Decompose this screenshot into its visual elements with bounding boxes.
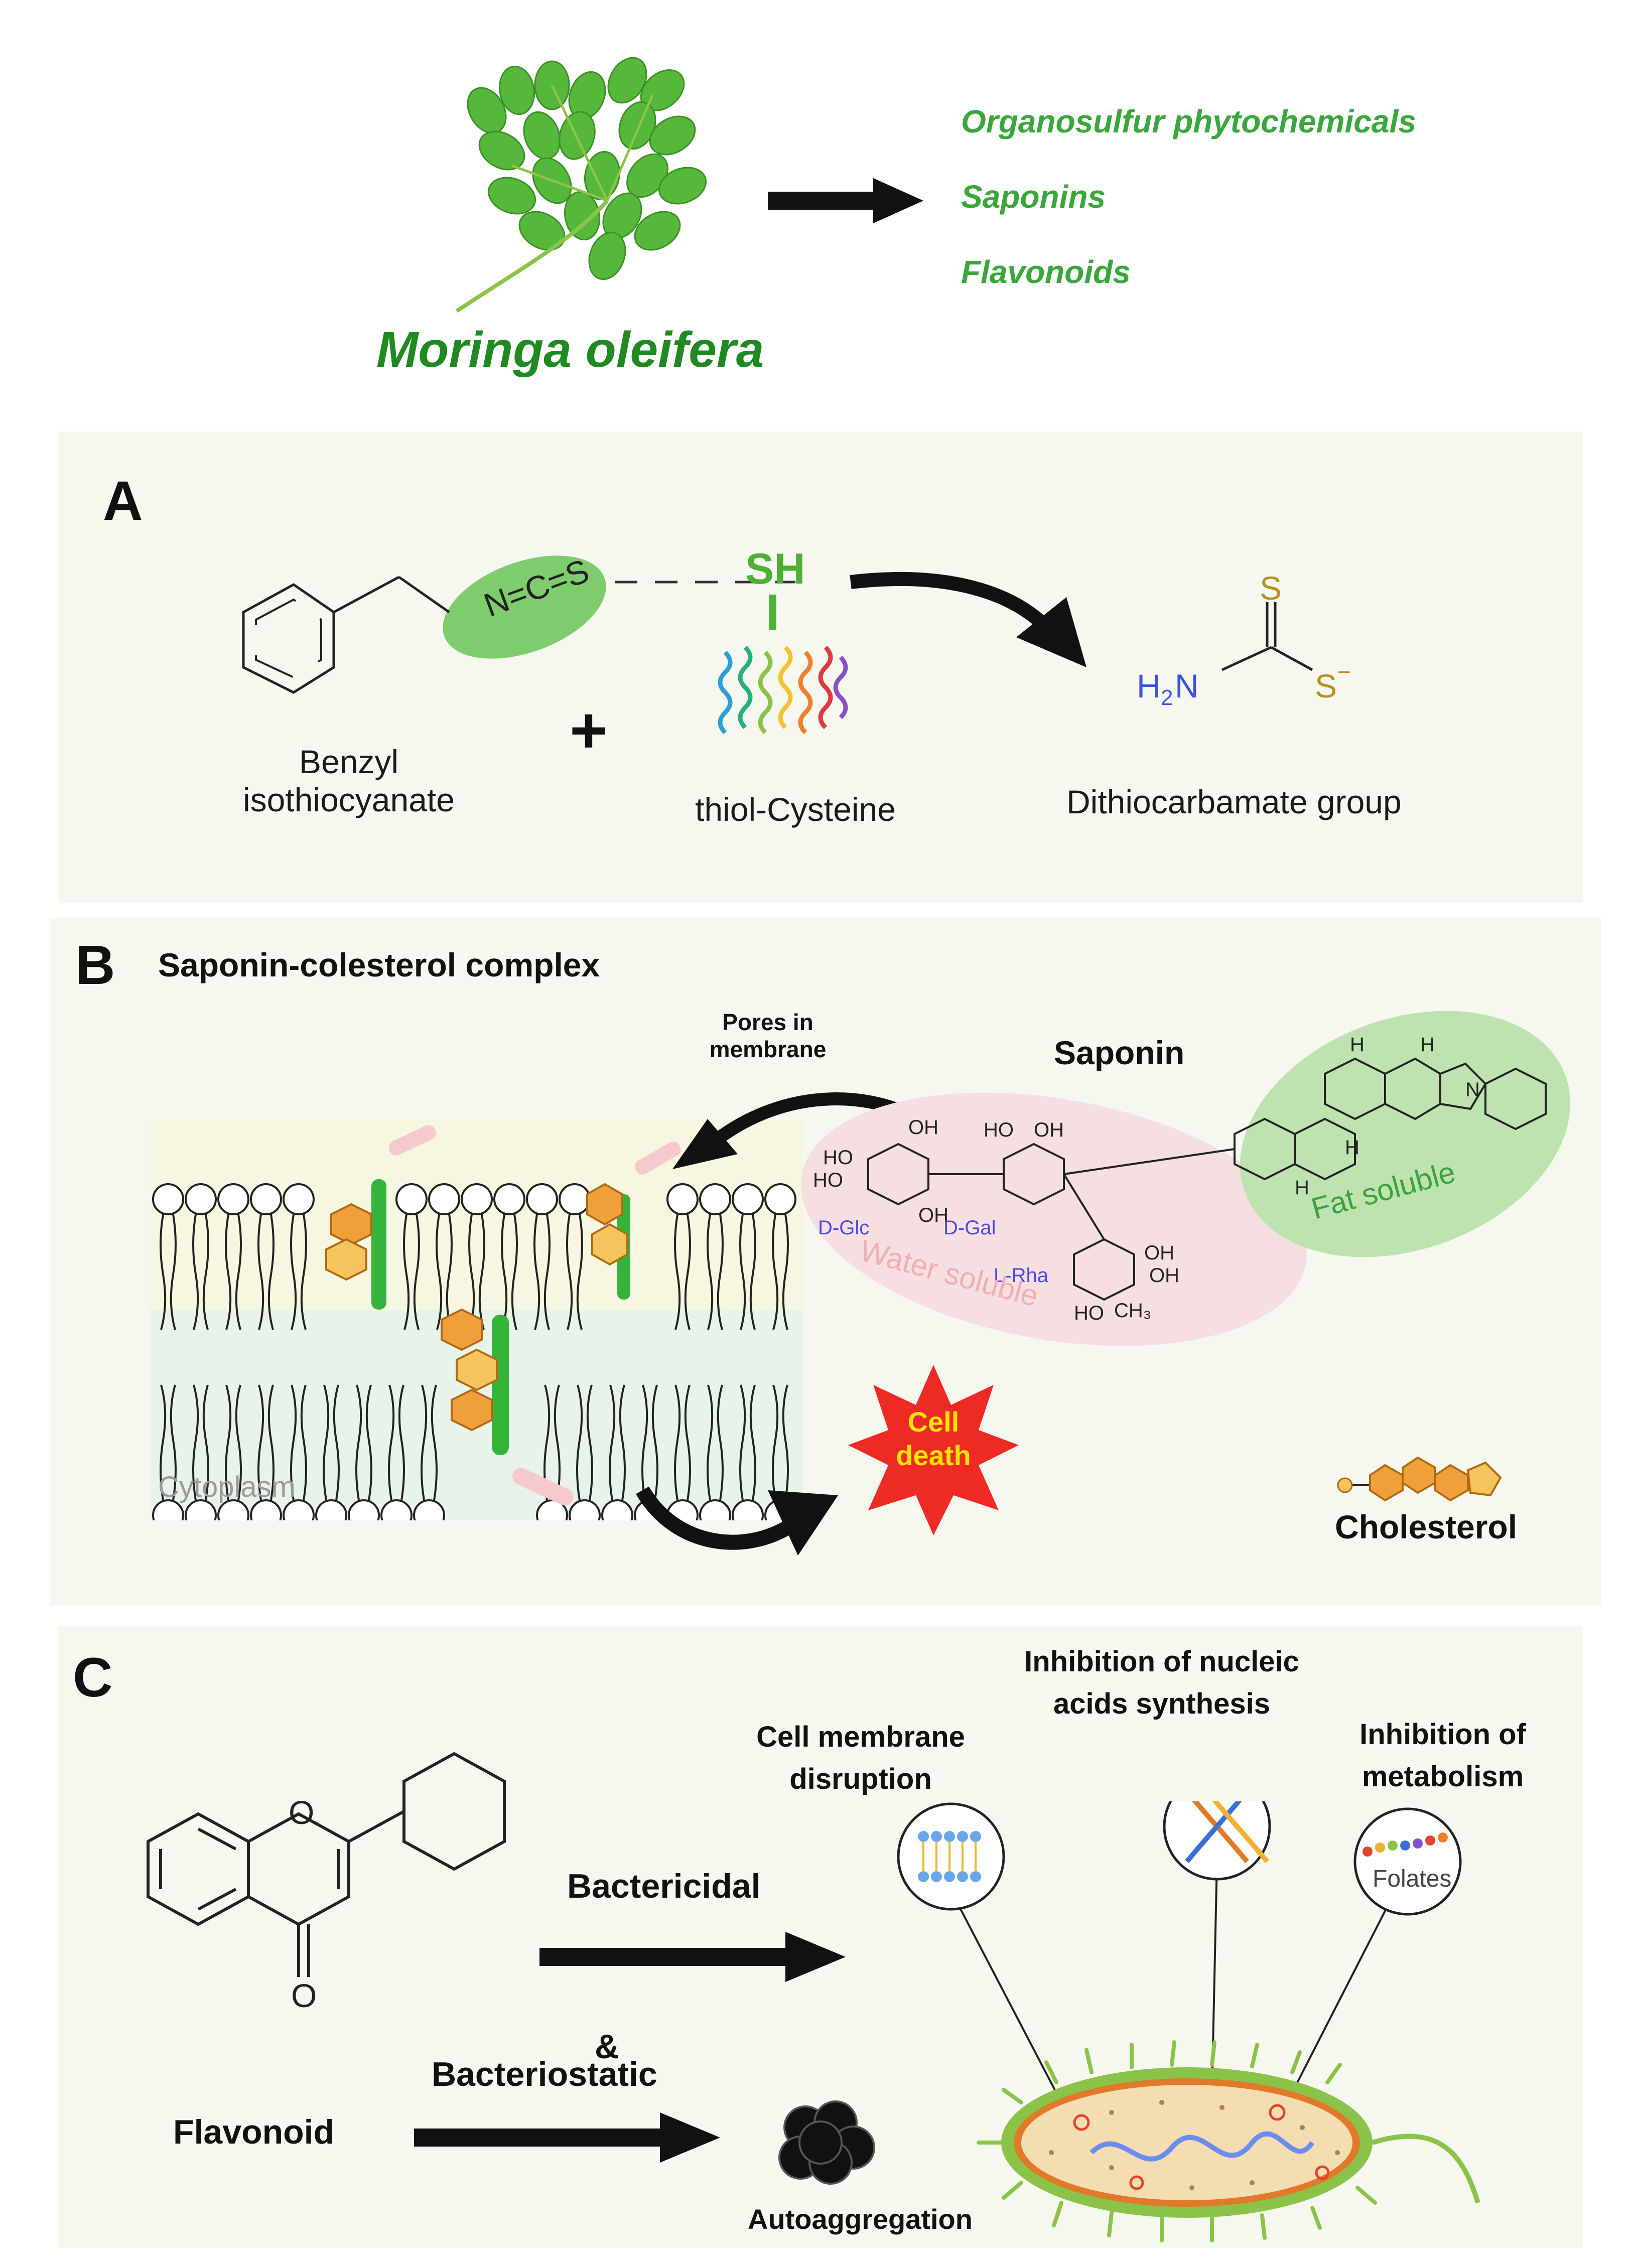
svg-text:H: H <box>1420 1034 1435 1056</box>
negative-charge: − <box>1337 659 1351 685</box>
bactericidal-arrow <box>539 1932 846 1982</box>
svg-text:HO: HO <box>813 1169 843 1191</box>
nucleic-acid-label: Inhibition of nucleic acids synthesis <box>1024 1645 1299 1721</box>
panel-b-title: Saponin-colesterol complex <box>158 946 600 983</box>
dithiocarbamate-structure: S S − H 2 N <box>1137 570 1351 710</box>
lipid-bilayer <box>152 1125 796 1520</box>
svg-text:OH: OH <box>1149 1264 1179 1287</box>
svg-text:HO: HO <box>823 1147 853 1169</box>
pores-arrow <box>672 1092 911 1169</box>
protein-ribbon-icon <box>718 645 848 735</box>
saponin-label: Saponin <box>1054 1034 1185 1071</box>
product-label: Dithiocarbamate group <box>1066 783 1402 820</box>
autoaggregation-label: Autoaggregation <box>748 2203 973 2235</box>
pores-label: Pores in membrane <box>709 1009 827 1062</box>
moringa-leaf-icon <box>455 57 707 313</box>
svg-text:HO: HO <box>984 1119 1014 1141</box>
compound-saponins: Saponins <box>961 179 1106 215</box>
panel-b: B Saponin-colesterol complex <box>50 918 1601 1606</box>
compound-organosulfur: Organosulfur phytochemicals <box>961 103 1416 139</box>
bacteriostatic-label: Bacteriostatic <box>432 2055 657 2093</box>
panel-b-letter: B <box>75 934 115 996</box>
s-top-atom: S <box>1260 570 1282 607</box>
panel-a-letter: A <box>103 470 143 532</box>
autoaggregation-cluster-icon <box>778 2100 875 2185</box>
bacterium-illustration: Folates <box>897 1801 1480 2242</box>
amine-subscript: 2 <box>1161 685 1173 710</box>
svg-text:CH₃: CH₃ <box>1114 1300 1151 1322</box>
svg-text:OH: OH <box>908 1116 938 1139</box>
plus-sign: + <box>570 693 608 767</box>
panel-c: C O O Flavonoid Bactericidal & Bacterios… <box>58 1626 1583 2248</box>
interaction-dashes <box>615 581 795 584</box>
cell-death-label: Cell death <box>896 1406 971 1472</box>
svg-text:OH: OH <box>918 1204 948 1226</box>
reactant2-label: thiol-Cysteine <box>695 791 896 828</box>
sugar-gal: D-Gal <box>943 1217 996 1239</box>
flavone-structure: O O <box>147 1752 506 2014</box>
sh-group: SH <box>745 545 805 593</box>
svg-text:H: H <box>1295 1177 1309 1199</box>
cell-death-burst-icon <box>848 1365 1019 1535</box>
amine-n: N <box>1175 667 1199 704</box>
membrane-disruption-label: Cell membrane disruption <box>756 1721 965 1796</box>
cholesterol-label: Cholesterol <box>1335 1508 1518 1545</box>
amine-h: H <box>1137 667 1161 704</box>
svg-text:H: H <box>1345 1137 1359 1159</box>
ampersand: & <box>595 2028 620 2066</box>
sh-bond <box>769 595 776 630</box>
complex-1 <box>325 1125 436 1310</box>
flavonoid-label: Flavonoid <box>173 2113 335 2151</box>
complex-2 <box>586 1142 681 1300</box>
sugar-glc: D-Glc <box>818 1217 869 1239</box>
header-arrow <box>768 178 923 223</box>
sugar-rha: L-Rha <box>994 1264 1049 1287</box>
svg-text:OH: OH <box>1034 1119 1064 1141</box>
benzyl-isothiocyanate-structure: N=C=S <box>242 552 606 694</box>
reaction-arrow <box>850 572 1086 667</box>
cell-death-arrow <box>636 1486 838 1555</box>
svg-text:O: O <box>289 1794 314 1831</box>
svg-text:O: O <box>291 1977 317 2014</box>
bactericidal-label: Bactericidal <box>567 1867 761 1905</box>
svg-text:OH: OH <box>1144 1242 1174 1264</box>
svg-text:HO: HO <box>1074 1302 1104 1324</box>
svg-text:H: H <box>1350 1034 1365 1056</box>
s-minus-atom: S <box>1315 667 1337 704</box>
complex-3 <box>441 1308 574 1506</box>
panel-a: A N=C=S Benzyl isothiocyanate + SH thiol… <box>58 432 1583 903</box>
plant-name: Moringa oleifera <box>376 322 764 378</box>
compound-flavonoids: Flavonoids <box>961 254 1131 290</box>
panel-c-letter: C <box>73 1647 113 1709</box>
svg-text:N: N <box>1465 1079 1480 1101</box>
bacteriostatic-arrow <box>414 2112 720 2163</box>
metabolism-label: Inhibition of metabolism <box>1359 1718 1526 1793</box>
cholesterol-legend-icon <box>1337 1456 1502 1502</box>
reactant1-label: Benzyl isothiocyanate <box>243 743 455 818</box>
folates-label: Folates <box>1373 1866 1451 1892</box>
cytoplasm-label: Cytoplasm <box>158 1471 296 1503</box>
